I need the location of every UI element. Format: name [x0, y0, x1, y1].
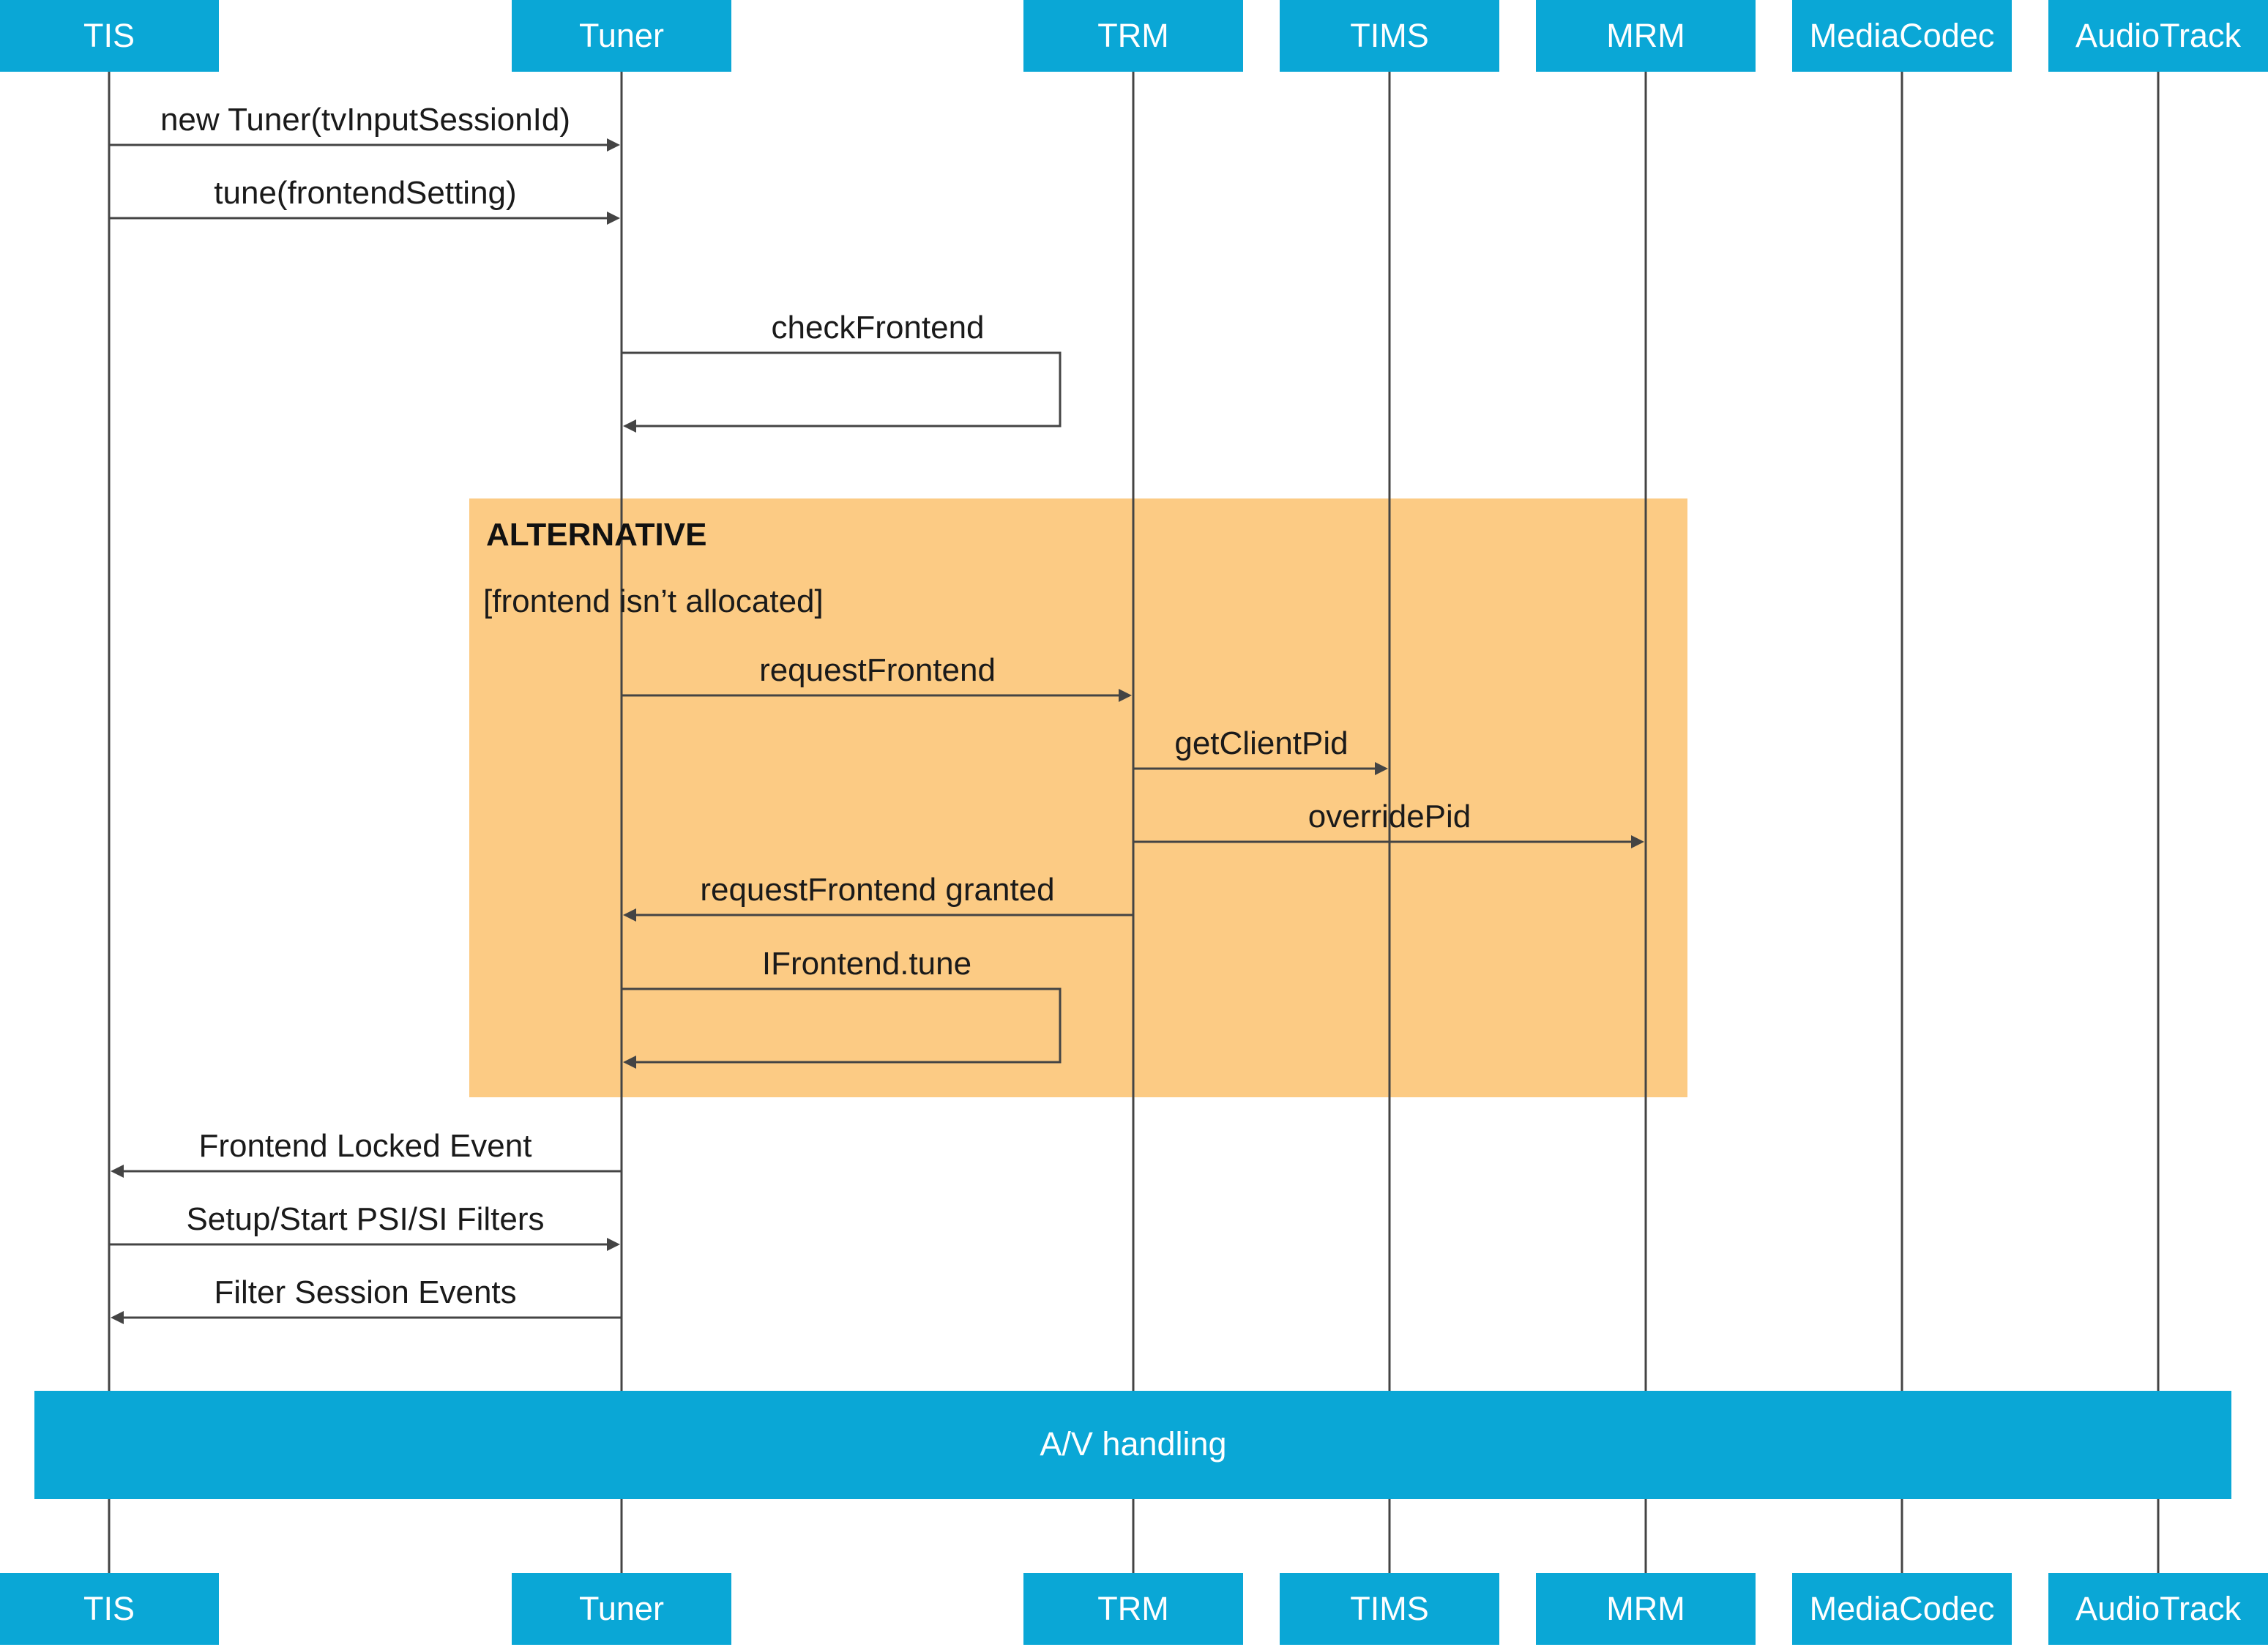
message-3: checkFrontend [622, 310, 1062, 433]
participant-label: Tuner [579, 17, 664, 54]
message-label: tune(frontendSetting) [214, 175, 516, 211]
message-1: new Tuner(tvInputSessionId) [109, 102, 620, 152]
participant-tuner-bottom: Tuner [512, 1573, 731, 1645]
participant-mediacodec-top: MediaCodec [1792, 0, 2012, 72]
participant-tims-bottom: TIMS [1280, 1573, 1499, 1645]
arrow-head [623, 1056, 636, 1069]
message-label: new Tuner(tvInputSessionId) [160, 102, 570, 138]
participant-label: Tuner [579, 1590, 664, 1627]
participant-label: MRM [1606, 17, 1685, 54]
message-5: getClientPid [1133, 725, 1388, 775]
self-message-line [622, 987, 1062, 1064]
self-message-line [622, 351, 1062, 427]
arrow-head [111, 1165, 124, 1178]
arrow-head [623, 419, 636, 433]
participant-box [0, 1573, 219, 1645]
participant-label: TIS [83, 1590, 135, 1627]
message-2: tune(frontendSetting) [109, 175, 620, 225]
participant-label: TRM [1097, 17, 1168, 54]
participant-box [512, 1573, 731, 1645]
participant-box [1792, 0, 2012, 72]
arrow-head [1631, 835, 1644, 848]
participant-box [1023, 0, 1243, 72]
message-10: Setup/Start PSI/SI Filters [109, 1201, 620, 1251]
fragment-title: ALTERNATIVE [486, 517, 706, 553]
participant-box [0, 0, 219, 72]
participant-box [1536, 1573, 1756, 1645]
participant-mrm-top: MRM [1536, 0, 1756, 72]
participant-mediacodec-bottom: MediaCodec [1792, 1573, 2012, 1645]
message-label: Frontend Locked Event [199, 1128, 532, 1164]
participant-label: TRM [1097, 1590, 1168, 1627]
participant-box [1280, 0, 1499, 72]
message-label: requestFrontend [759, 652, 996, 688]
alternative-fragment [469, 498, 1687, 1097]
participant-tuner-top: Tuner [512, 0, 731, 72]
message-label: checkFrontend [771, 310, 984, 346]
participant-box [2048, 0, 2268, 72]
participant-label: MediaCodec [1810, 17, 1995, 54]
message-label: overridePid [1308, 799, 1471, 834]
participant-box [1536, 0, 1756, 72]
message-7: requestFrontend granted [623, 872, 1133, 922]
participant-label: TIMS [1350, 17, 1429, 54]
participant-tims-top: TIMS [1280, 0, 1499, 72]
participant-box [2048, 1573, 2268, 1645]
fragment-guard: [frontend isn’t allocated] [483, 583, 824, 619]
message-label: requestFrontend granted [700, 872, 1054, 908]
participant-trm-top: TRM [1023, 0, 1243, 72]
arrow-head [1375, 762, 1388, 775]
participant-tis-top: TIS [0, 0, 219, 72]
arrow-head [623, 908, 636, 922]
participant-label: MRM [1606, 1590, 1685, 1627]
message-label: Filter Session Events [214, 1274, 516, 1310]
message-label: Setup/Start PSI/SI Filters [186, 1201, 544, 1237]
message-8: IFrontend.tune [622, 946, 1062, 1069]
message-6: overridePid [1133, 799, 1644, 848]
message-4: requestFrontend [622, 652, 1132, 702]
participant-label: MediaCodec [1810, 1590, 1995, 1627]
message-label: getClientPid [1174, 725, 1348, 761]
arrow-head [111, 1311, 124, 1324]
participant-label: AudioTrack [2075, 1590, 2241, 1627]
participants-top: TIS Tuner TRM TIMS MRM MediaCodec AudioTrack [0, 0, 2268, 72]
participant-audiotrack-bottom: AudioTrack [2048, 1573, 2268, 1645]
participant-audiotrack-top: AudioTrack [2048, 0, 2268, 72]
arrow-head [607, 138, 620, 152]
participants-bottom: TIS Tuner TRM TIMS MRM MediaCodec AudioTrack [0, 1573, 2268, 1645]
message-label: IFrontend.tune [762, 946, 971, 982]
participant-tis-bottom: TIS [0, 1573, 219, 1645]
av-handling-label: A/V handling [1040, 1425, 1226, 1463]
message-9: Frontend Locked Event [111, 1128, 622, 1178]
arrow-head [1119, 689, 1132, 702]
participant-label: TIMS [1350, 1590, 1429, 1627]
participant-trm-bottom: TRM [1023, 1573, 1243, 1645]
av-handling-band [34, 1391, 2231, 1499]
participant-label: AudioTrack [2075, 17, 2241, 54]
participant-box [1280, 1573, 1499, 1645]
participant-label: TIS [83, 17, 135, 54]
participant-box [1792, 1573, 2012, 1645]
message-11: Filter Session Events [111, 1274, 622, 1324]
arrow-head [607, 1238, 620, 1251]
arrow-head [607, 212, 620, 225]
participant-box [1023, 1573, 1243, 1645]
participant-box [512, 0, 731, 72]
participant-mrm-bottom: MRM [1536, 1573, 1756, 1645]
